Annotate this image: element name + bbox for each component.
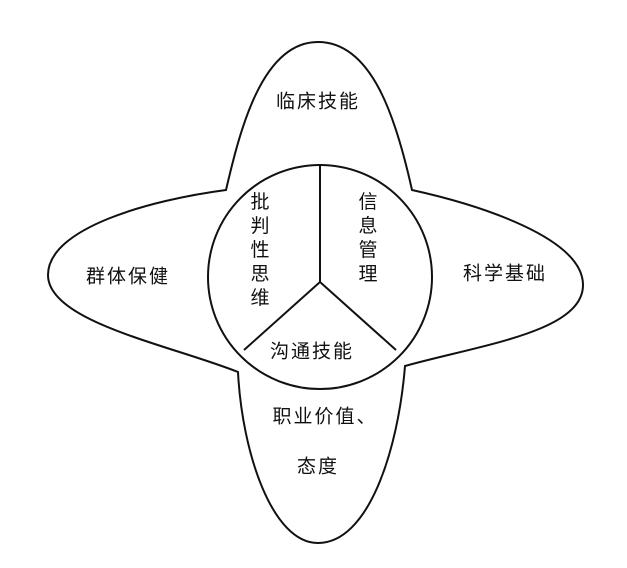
four-petal-outline [46,40,585,545]
petal-right-label: 科学基础 [462,262,548,285]
petal-bottom-label-line1: 职业价值、 [272,405,378,428]
core-right-label: 信息管理 [358,191,378,285]
core-bottom-label: 沟通技能 [269,340,355,363]
divider-lower-left [243,281,321,351]
petal-top-label: 临床技能 [275,90,361,113]
petal-bottom-label-line2: 态度 [296,455,340,478]
petal-left-label: 群体保健 [85,265,171,288]
core-left-label: 批判性思维 [250,191,270,309]
divider-lower-right [319,281,397,351]
